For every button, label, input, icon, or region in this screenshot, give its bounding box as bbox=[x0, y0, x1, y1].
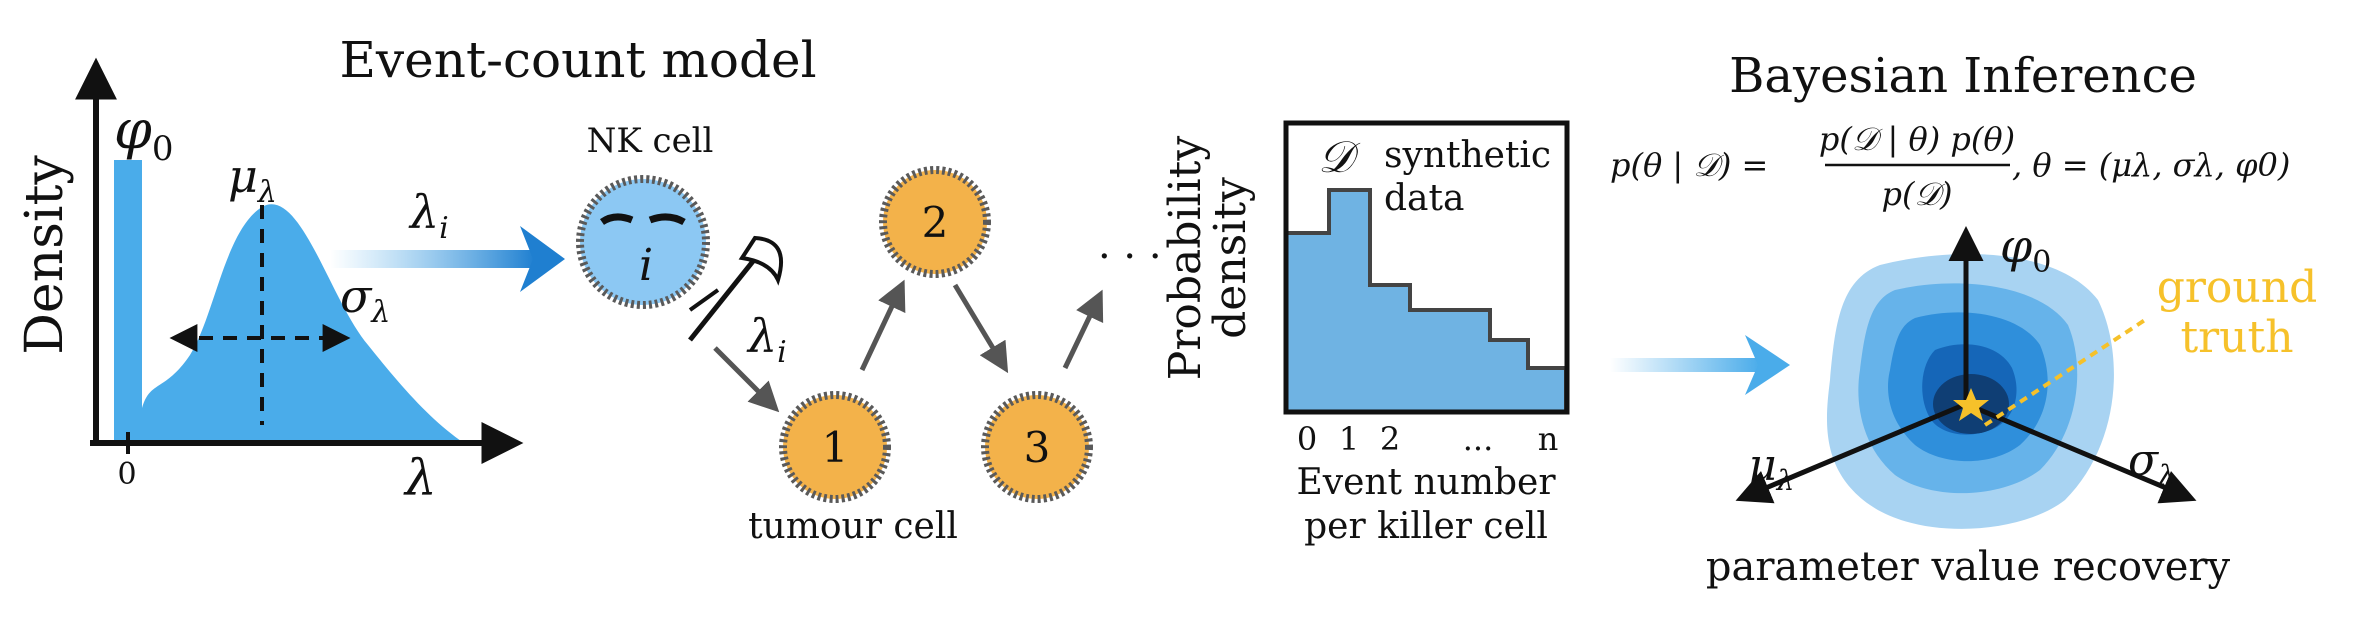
phi0-bar bbox=[114, 160, 142, 443]
x-tick-zero-label: 0 bbox=[117, 457, 136, 492]
nk-right-eye bbox=[648, 213, 686, 226]
formula-denominator: p(𝒟) bbox=[1882, 175, 1953, 213]
sigma-label: σλ bbox=[340, 269, 390, 330]
y-axis-label: Density bbox=[15, 155, 75, 355]
hist-x-label-line2: per killer cell bbox=[1304, 506, 1548, 547]
recovery-caption: parameter value recovery bbox=[1706, 544, 2231, 590]
formula-lhs: p(θ | 𝒟) = bbox=[1610, 146, 1768, 184]
hist-x-label-line1: Event number bbox=[1296, 462, 1556, 503]
nk-index-label: i bbox=[639, 240, 653, 291]
nk-left-eye bbox=[600, 213, 634, 225]
ground-truth-pointer bbox=[1983, 316, 2150, 427]
phi0-label: φ0 bbox=[114, 98, 173, 169]
tumour-cell-2: 2 bbox=[879, 166, 991, 278]
hist-tick-ellipsis: ... bbox=[1463, 420, 1494, 458]
arrow-3-to-next bbox=[1062, 289, 1104, 370]
bayesian-panel: Bayesian Inference p(θ | 𝒟) = p(𝒟 | θ) p… bbox=[1610, 48, 2317, 590]
mu-axis bbox=[1735, 401, 1967, 504]
ground-truth-line1: ground bbox=[2157, 262, 2318, 313]
hist-y-label-line1: Probability bbox=[1160, 136, 1211, 381]
hist-tick-2: 2 bbox=[1380, 420, 1400, 458]
ellipsis: · · · bbox=[1098, 234, 1162, 280]
sigma-axis-label: σλ bbox=[2128, 435, 2176, 492]
nk-cell-label: NK cell bbox=[587, 121, 714, 161]
tumour-cell-3: 3 bbox=[981, 391, 1093, 503]
lambda-i-label: λi bbox=[408, 185, 449, 246]
histogram-frame bbox=[1283, 120, 1570, 415]
legend-line2: data bbox=[1384, 178, 1464, 219]
arrow-1-to-2 bbox=[859, 279, 906, 372]
hist-tick-1: 1 bbox=[1339, 420, 1359, 458]
hist-y-label-line2: density bbox=[1205, 177, 1256, 339]
ground-truth-line2: truth bbox=[2180, 312, 2293, 363]
mu-axis-label: μλ bbox=[1748, 440, 1794, 497]
legend-line1: synthetic bbox=[1384, 135, 1551, 176]
tumour-cell-1-label: 1 bbox=[822, 423, 849, 472]
arrow-2-to-3 bbox=[952, 283, 1009, 374]
kill-lambda-label: λi bbox=[746, 309, 787, 370]
formula-numerator: p(𝒟 | θ) p(θ) bbox=[1819, 120, 2015, 158]
panel1-title: Event-count model bbox=[339, 31, 816, 89]
formula-rhs: , θ = (μλ, σλ, φ0) bbox=[2012, 146, 2290, 184]
ground-truth-star-icon bbox=[1953, 388, 1989, 421]
hist-tick-0: 0 bbox=[1297, 420, 1317, 458]
kill-arrow-nk-to-1 bbox=[713, 346, 780, 413]
mu-label: μλ bbox=[228, 149, 277, 210]
density-curve bbox=[142, 204, 464, 443]
nk-cell: NK cell i bbox=[576, 121, 784, 342]
tumour-cell-label: tumour cell bbox=[748, 506, 958, 547]
tumour-cell-2-label: 2 bbox=[922, 198, 949, 247]
data-symbol: 𝒟 bbox=[1318, 132, 1361, 183]
inference-arrow bbox=[1610, 335, 1790, 395]
density-plot: Event-count model 0 Density λ φ0 μλ σλ bbox=[15, 31, 817, 507]
phi0-axis-label: φ0 bbox=[2000, 219, 2051, 280]
hist-tick-n: n bbox=[1538, 420, 1559, 458]
lambda-sample-arrow: λi bbox=[330, 185, 565, 292]
tumour-cell-1: 1 bbox=[779, 391, 891, 503]
histogram: Probability density 𝒟 synthetic data 0 1… bbox=[1160, 120, 1570, 547]
tumour-cell-3-label: 3 bbox=[1024, 423, 1051, 472]
panel3-title: Bayesian Inference bbox=[1729, 48, 2197, 104]
scythe-icon bbox=[688, 235, 784, 342]
sigma-axis bbox=[1965, 401, 2197, 504]
histogram-bars bbox=[1284, 188, 1568, 414]
x-axis-label: λ bbox=[403, 449, 437, 507]
